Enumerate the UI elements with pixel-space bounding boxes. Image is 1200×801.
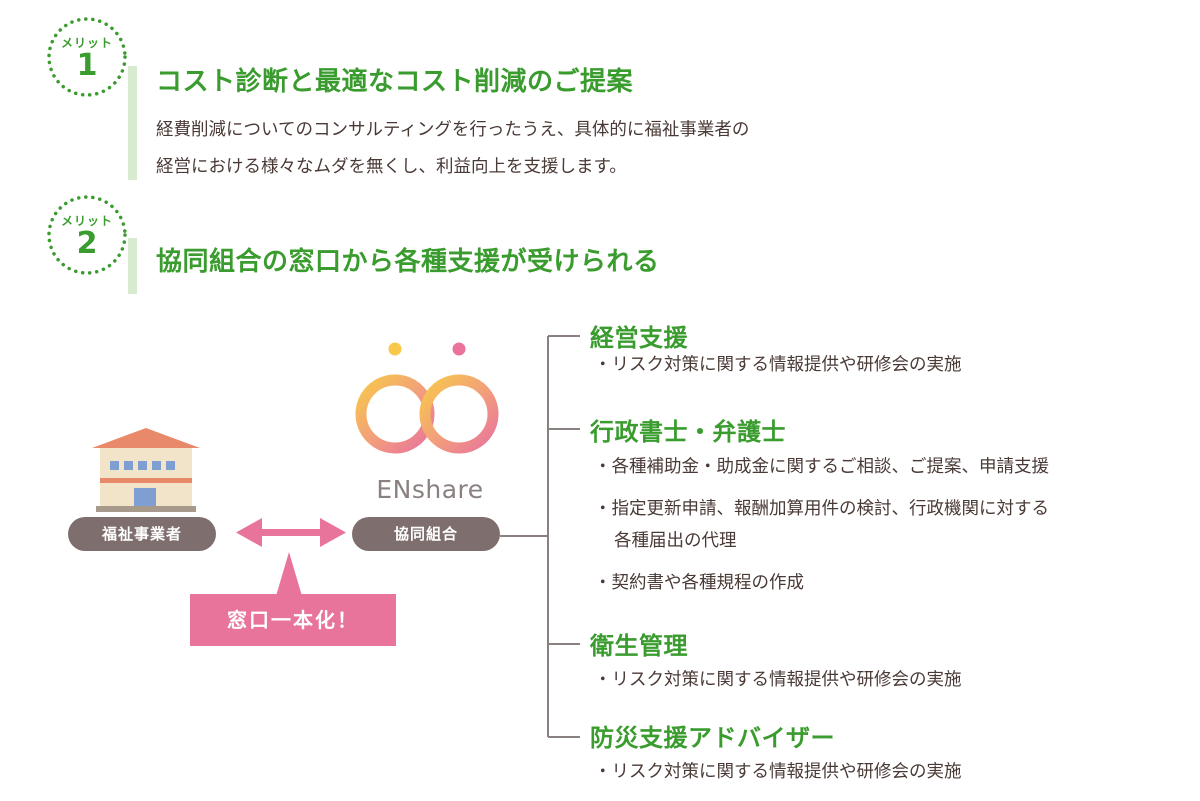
- merit-2-bar: [128, 238, 137, 294]
- enshare-logo-icon: [355, 342, 499, 454]
- merit-1-line-1: 経費削減についてのコンサルティングを行ったうえ、具体的に福祉事業者の: [156, 120, 750, 140]
- service-item: 各種届出の代理: [614, 531, 737, 551]
- service-item: ・リスク対策に関する情報提供や研修会の実施: [594, 355, 962, 375]
- merit-1-line-2: 経営における様々なムダを無くし、利益向上を支援します。: [156, 157, 627, 177]
- service-item: ・各種補助金・助成金に関するご相談、ご提案、申請支援: [594, 457, 1049, 477]
- merit-1-label: メリット: [60, 36, 113, 50]
- tree-connector: [500, 335, 580, 738]
- merit-1-title: コスト診断と最適なコスト削減のご提案: [156, 67, 634, 97]
- service-title-hygiene: 衛生管理: [590, 632, 688, 660]
- service-item: ・指定更新申請、報酬加算用件の検討、行政機関に対する: [594, 499, 1049, 519]
- dotted-circle-icon: [47, 17, 127, 97]
- service-title-disaster: 防災支援アドバイザー: [590, 724, 835, 752]
- merit-2-label: メリット: [60, 214, 113, 228]
- merit-2-badge: メリット 2: [44, 192, 130, 278]
- service-item: ・リスク対策に関する情報提供や研修会の実施: [594, 670, 962, 690]
- dotted-circle-icon: [47, 195, 127, 275]
- enshare-logo-text: ENshare: [376, 475, 484, 504]
- merit-1-badge: メリット 1: [44, 14, 130, 100]
- merit-2-number: 2: [76, 226, 98, 261]
- double-arrow-icon: [236, 518, 346, 547]
- merit-1-bar: [128, 66, 137, 180]
- cooperative-label: 協同組合: [352, 517, 500, 551]
- service-title-legal: 行政書士・弁護士: [590, 418, 786, 446]
- service-title-management: 経営支援: [590, 324, 688, 352]
- single-window-callout: 窓口一本化！: [190, 594, 396, 646]
- merit-2-title: 協同組合の窓口から各種支援が受けられる: [156, 247, 660, 277]
- callout-pointer: [276, 552, 302, 596]
- service-item: ・契約書や各種規程の作成: [594, 573, 804, 593]
- welfare-operator-label: 福祉事業者: [68, 517, 216, 551]
- merit-1-number: 1: [76, 48, 98, 83]
- service-item: ・リスク対策に関する情報提供や研修会の実施: [594, 762, 962, 782]
- house-icon: [92, 428, 200, 512]
